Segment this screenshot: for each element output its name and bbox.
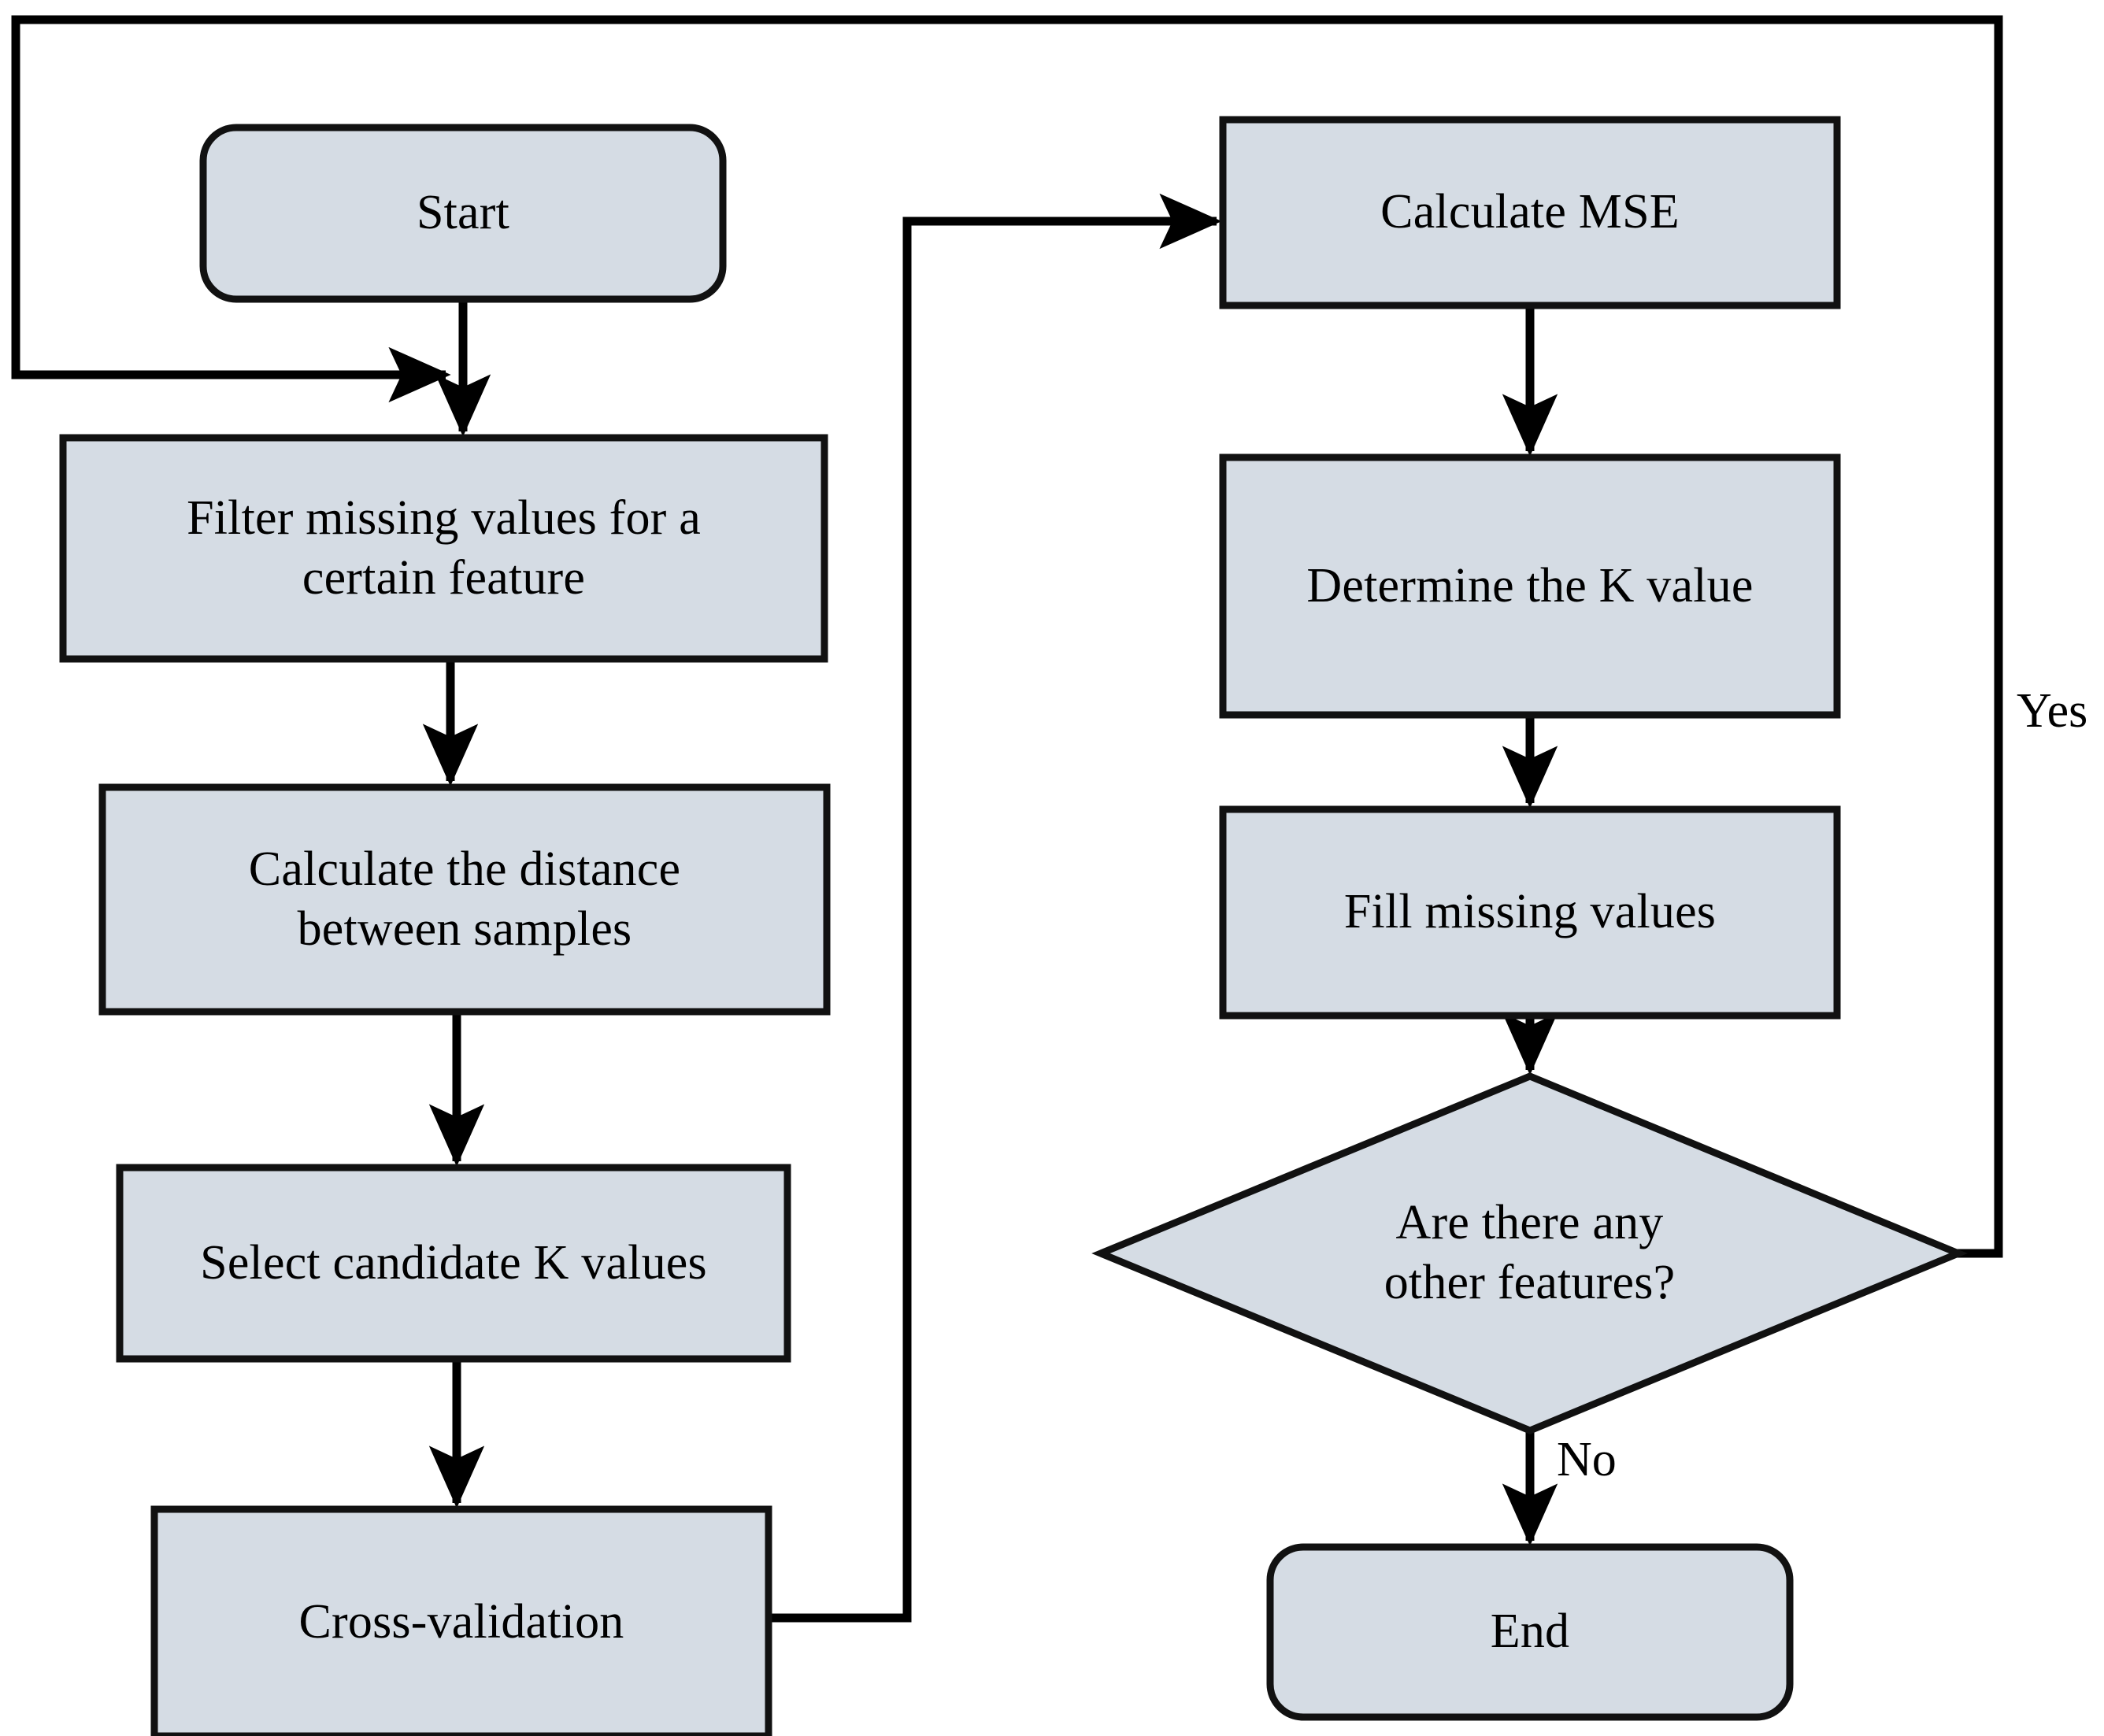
- node-shape-mse[interactable]: [1219, 116, 1841, 309]
- edge-label-no: No: [1557, 1433, 1617, 1486]
- node-shape-decision[interactable]: [1091, 1072, 1968, 1434]
- node-shape-distance[interactable]: [98, 783, 831, 1016]
- node-shape-end[interactable]: [1266, 1543, 1794, 1721]
- node-shape-kvalue[interactable]: [1219, 453, 1841, 719]
- node-shape-start[interactable]: [199, 124, 727, 303]
- node-shape-crossval[interactable]: [150, 1505, 772, 1736]
- node-shape-fill[interactable]: [1219, 805, 1841, 1020]
- node-shape-filter[interactable]: [59, 434, 828, 663]
- node-shape-group: [59, 116, 1968, 1736]
- edge-label-yes: Yes: [2017, 684, 2088, 738]
- node-shape-candidates[interactable]: [116, 1164, 791, 1363]
- edge-crossval-to-mse: [769, 193, 1222, 1623]
